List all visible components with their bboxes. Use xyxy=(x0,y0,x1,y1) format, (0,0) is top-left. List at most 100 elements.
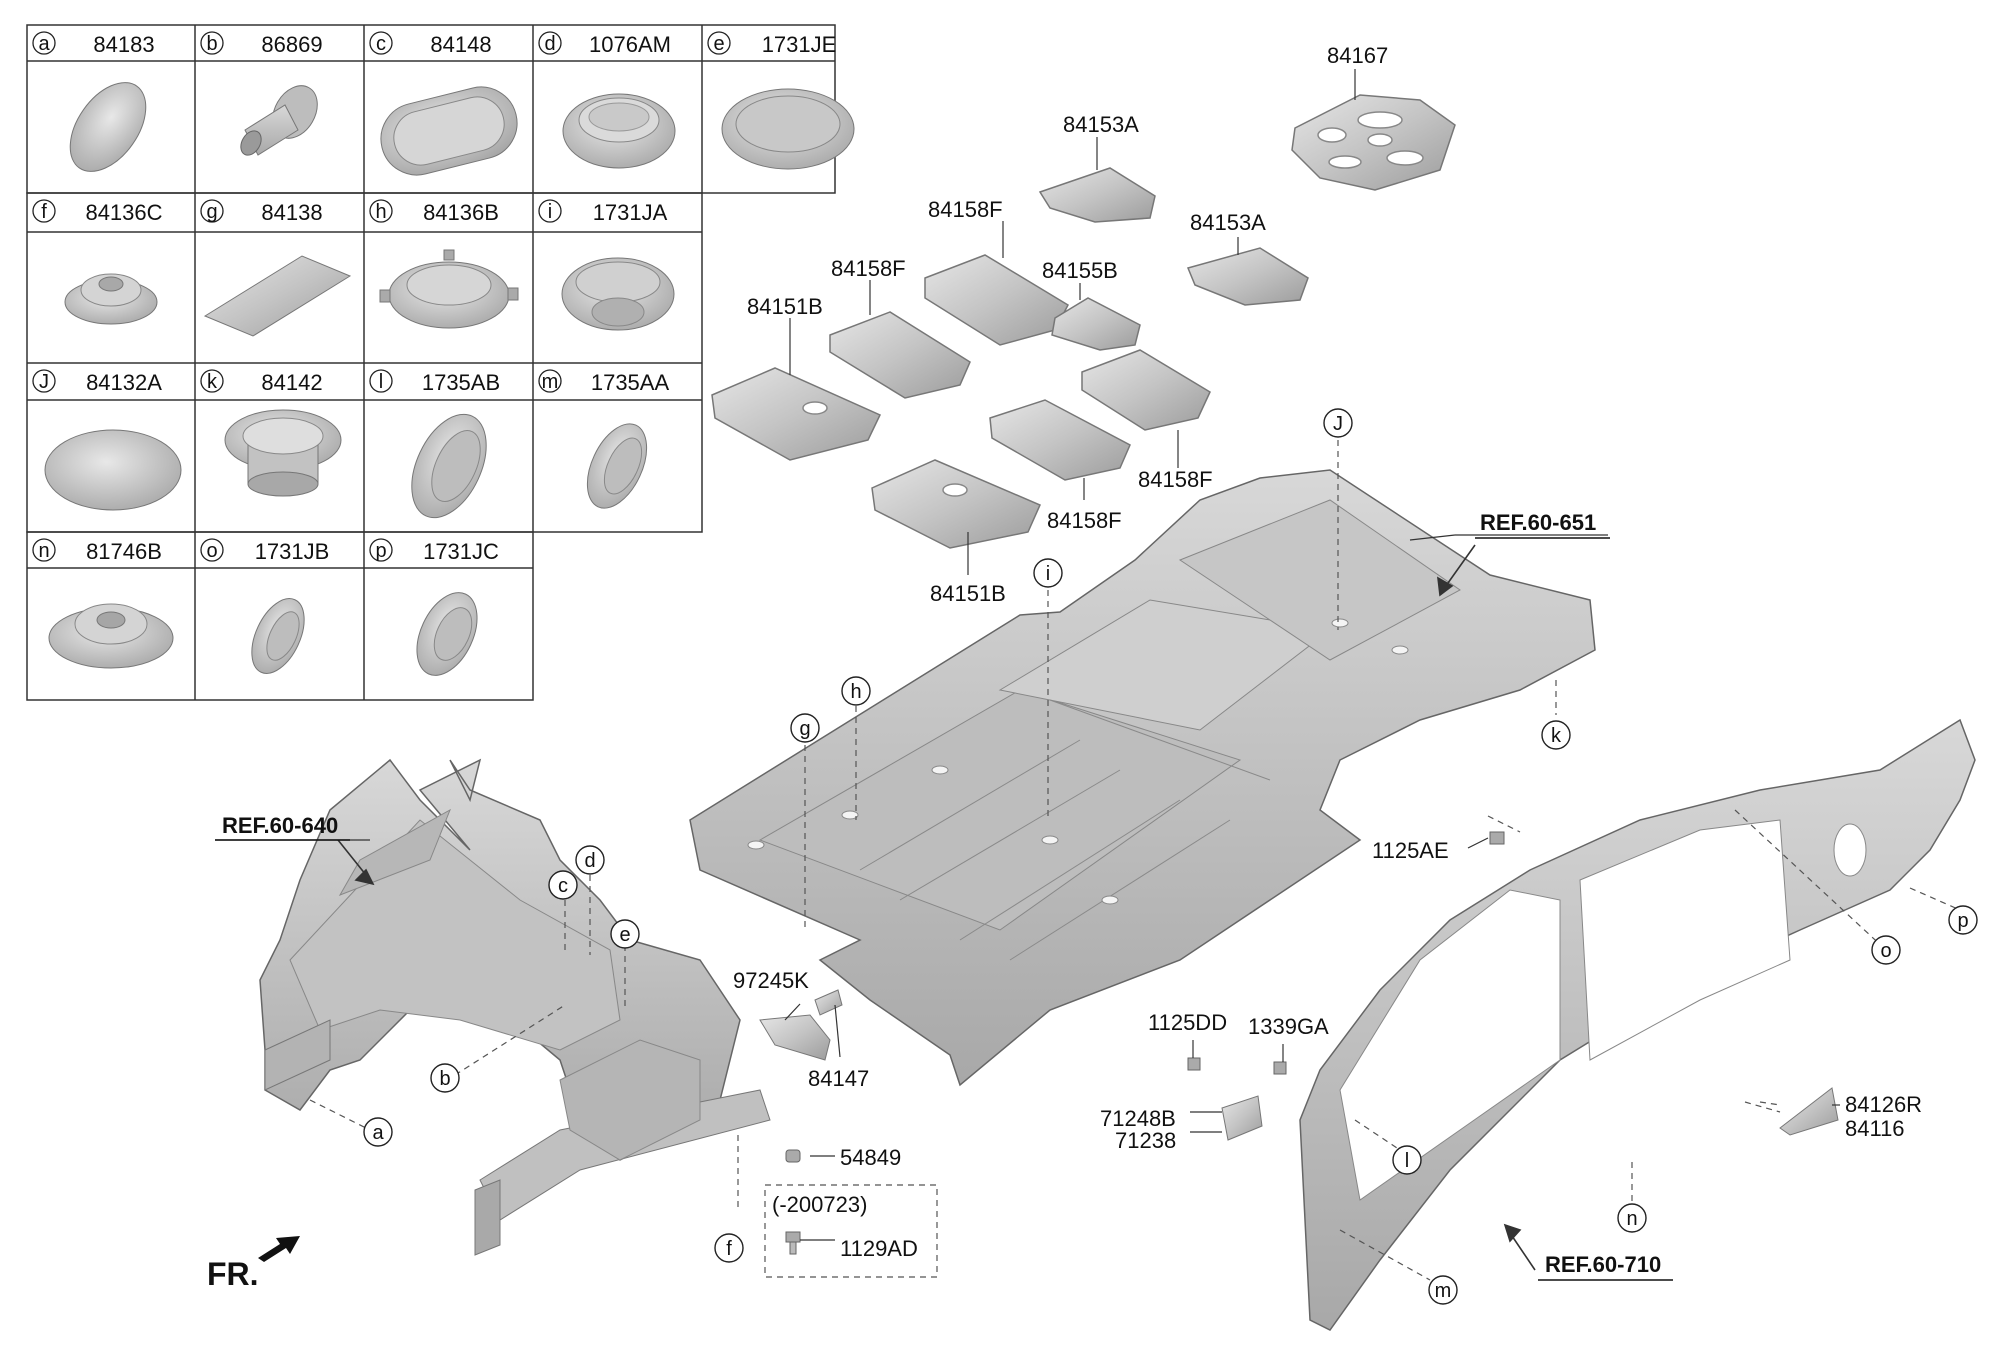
table-key-letter: f xyxy=(41,201,47,223)
callout-m: m xyxy=(1428,1275,1458,1305)
pad-84151B-lower-hole xyxy=(942,483,968,497)
table-key-letter: l xyxy=(379,371,383,393)
table-key-circle xyxy=(200,369,224,393)
bracket-84147 xyxy=(814,989,843,1016)
table-part-code: 86869 xyxy=(261,32,322,57)
callout-letter: g xyxy=(799,718,810,740)
floor-pads xyxy=(711,94,1456,549)
ref-side: REF.60-710 xyxy=(1545,1252,1661,1277)
callout-k: k xyxy=(1541,720,1571,750)
callout-c: c xyxy=(548,870,578,900)
part-image-1731JE xyxy=(721,88,855,170)
front-structure xyxy=(259,758,771,1256)
callout-g: g xyxy=(790,713,820,743)
parts-table-grid xyxy=(26,24,836,701)
part-image-84136C xyxy=(64,273,158,325)
part-image-1731JC xyxy=(416,592,478,676)
bracket-97245K xyxy=(759,1014,831,1061)
label-84151B-upper: 84151B xyxy=(747,294,823,319)
callout-letter: o xyxy=(1880,940,1891,962)
label-date-range: (-200723) xyxy=(772,1192,867,1217)
callout-letter: d xyxy=(584,850,595,872)
callout-circle xyxy=(1617,1203,1647,1233)
part-labels: 84167 84153A 84153A 84158F 84158F 84155B… xyxy=(207,43,1922,1292)
callout-circle xyxy=(430,1063,460,1093)
bolt-1125DD-shape xyxy=(1187,1057,1201,1071)
label-71248B: 71248B xyxy=(1100,1106,1176,1131)
table-part-code: 1731JB xyxy=(255,539,330,564)
pad-84151B-lower xyxy=(871,459,1041,549)
table-key-letter: b xyxy=(206,33,217,55)
callout-letter: l xyxy=(1405,1150,1409,1172)
part-image-84138 xyxy=(203,255,352,337)
table-cell-84142: k 84142 xyxy=(200,369,323,395)
pad-84151B-upper-hole xyxy=(802,401,828,415)
callout-circle xyxy=(1392,1145,1422,1175)
label-84151B-lower: 84151B xyxy=(930,581,1006,606)
label-1129AD: 1129AD xyxy=(840,1236,918,1261)
table-part-code: 84142 xyxy=(261,370,322,395)
table-key-letter: n xyxy=(38,540,49,562)
table-part-code: 1735AA xyxy=(591,370,670,395)
bolt-54849-shape xyxy=(785,1149,801,1163)
part-image-84183 xyxy=(69,82,147,172)
table-part-code: 81746B xyxy=(86,539,162,564)
table-part-code: 1731JE xyxy=(762,32,837,57)
table-key-letter: i xyxy=(548,201,552,223)
callout-circle xyxy=(1948,905,1978,935)
ref-floor: REF.60-651 xyxy=(1480,510,1596,535)
callout-letter: b xyxy=(439,1068,450,1090)
callout-e: e xyxy=(610,919,640,949)
part-image-1731JB xyxy=(251,598,305,674)
bracket-71248B xyxy=(1221,1095,1263,1141)
callout-circle xyxy=(1033,558,1063,588)
callout-J: J xyxy=(1323,408,1353,438)
callout-b: b xyxy=(430,1063,460,1093)
table-key-circle xyxy=(200,538,224,562)
pad-84167-holes xyxy=(1317,111,1424,169)
label-84158F-lower: 84158F xyxy=(1047,508,1122,533)
pad-84153A-upper xyxy=(1038,167,1156,223)
callout-letter: i xyxy=(1046,563,1050,585)
table-key-circle xyxy=(200,31,224,55)
callout-letter: n xyxy=(1626,1208,1637,1230)
part-image-84132A xyxy=(44,429,182,511)
table-key-circle xyxy=(538,31,562,55)
table-part-code: 1731JC xyxy=(423,539,499,564)
label-71238: 71238 xyxy=(1115,1128,1176,1153)
callout-a: a xyxy=(363,1117,393,1147)
table-part-code: 84183 xyxy=(93,32,154,57)
table-key-circle xyxy=(32,199,56,223)
dashed-leaders xyxy=(309,440,1961,1281)
callout-letter: p xyxy=(1957,910,1968,932)
label-84147: 84147 xyxy=(808,1066,869,1091)
table-cell-86869: b 86869 xyxy=(200,31,323,57)
callout-circle xyxy=(363,1117,393,1147)
callout-n: n xyxy=(1617,1203,1647,1233)
table-key-letter: d xyxy=(544,33,555,55)
part-image-1735AB xyxy=(411,413,487,519)
part-image-86869 xyxy=(240,85,318,156)
bracket-84126R xyxy=(1779,1087,1839,1136)
front-direction-label: FR. xyxy=(207,1256,259,1292)
table-key-letter: k xyxy=(207,371,218,393)
bolt-1339GA-shape xyxy=(1273,1061,1287,1075)
label-84116: 84116 xyxy=(1845,1116,1905,1141)
table-key-letter: e xyxy=(713,33,724,55)
label-84155B: 84155B xyxy=(1042,258,1118,283)
label-84153A-upper: 84153A xyxy=(1063,112,1139,137)
table-part-code: 84148 xyxy=(430,32,491,57)
part-image-1076AM xyxy=(562,93,676,169)
callout-letter: f xyxy=(726,1238,732,1260)
label-84167: 84167 xyxy=(1327,43,1388,68)
pad-84155B xyxy=(1051,297,1141,351)
